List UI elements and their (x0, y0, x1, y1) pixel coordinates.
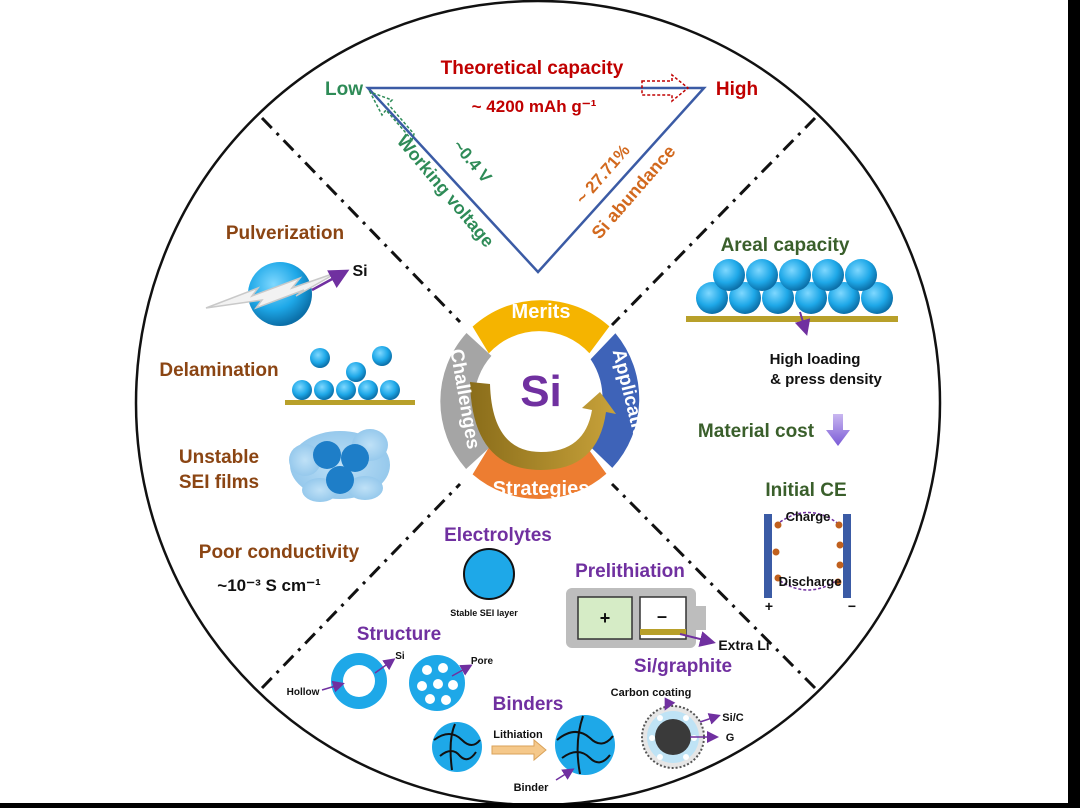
stable-sei-label: Stable SEI layer (450, 608, 518, 618)
si-graphite-particle-icon (641, 705, 705, 769)
carbon-coating-label: Carbon coating (611, 687, 692, 699)
merits-triangle (365, 73, 707, 274)
pulverization-sphere-icon (205, 262, 339, 326)
sei-particle-icon (463, 548, 515, 600)
binders-label: Binders (493, 694, 564, 715)
ce-minus-label: − (848, 598, 856, 614)
unstable-sei-label-line1: Unstable (179, 447, 259, 468)
pulverization-label: Pulverization (226, 223, 344, 244)
battery-minus-label: – (657, 606, 667, 626)
ring-label-strategies: Strategies (493, 478, 590, 500)
center-ring (440, 300, 640, 500)
extra-li-arrow-icon (679, 631, 716, 647)
cost-down-arrow-icon (826, 414, 850, 446)
binder-particle-before-icon (432, 722, 482, 772)
theoretical-capacity-label: Theoretical capacity (441, 58, 624, 79)
battery-icon (566, 588, 706, 648)
ring-label-merits: Merits (512, 301, 571, 323)
conductivity-value: ~10⁻³ S cm⁻¹ (217, 576, 321, 595)
high-loading-label: High loading (770, 351, 861, 368)
ring-segment-challenges (440, 333, 492, 469)
structure-si-label: Si (395, 651, 405, 662)
g-label: G (726, 732, 735, 744)
pore-arrow-icon (451, 664, 473, 677)
delamination-label: Delamination (159, 360, 278, 381)
areal-capacity-label: Areal capacity (721, 235, 850, 256)
binder-label: Binder (514, 782, 550, 794)
capacity-value: ~ 4200 mAh g⁻¹ (472, 97, 597, 116)
hollow-arrow-icon (321, 680, 345, 693)
ring-segment-merits (472, 300, 610, 354)
si-arrow-icon (311, 269, 350, 292)
low-label: Low (325, 79, 363, 100)
electrolytes-label: Electrolytes (444, 525, 552, 546)
extra-li-label: Extra Li (718, 637, 769, 653)
poor-conductivity-label: Poor conductivity (199, 542, 360, 563)
carbon-coating-arrow-icon (664, 697, 676, 711)
lithiation-arrow-icon (491, 738, 547, 762)
porous-particle-icon (409, 655, 465, 711)
initial-ce-icon (764, 511, 851, 598)
unstable-sei-label-line2: SEI films (179, 472, 259, 493)
press-density-label: & press density (770, 371, 882, 388)
charge-label: Charge (786, 509, 831, 524)
cycle-arrow-icon (470, 382, 616, 470)
structure-si-arrow-icon (374, 658, 396, 674)
hollow-label: Hollow (287, 687, 320, 698)
structure-label: Structure (357, 624, 441, 645)
center-si-label: Si (520, 367, 562, 416)
lithiation-label: Lithiation (493, 729, 543, 741)
high-arrow-icon (641, 73, 690, 103)
pore-label: Pore (471, 656, 494, 667)
hollow-particle-icon (331, 653, 387, 709)
battery-plus-label: + (600, 608, 611, 628)
sei-cloud-icon (289, 429, 390, 502)
binder-particle-after-icon (555, 715, 615, 775)
material-cost-label: Material cost (698, 421, 815, 442)
delamination-icon (285, 346, 415, 405)
initial-ce-label: Initial CE (765, 480, 846, 501)
si-c-label: Si/C (722, 712, 743, 724)
prelithiation-label: Prelithiation (575, 561, 685, 582)
si-graphite-label: Si/graphite (634, 656, 732, 677)
discharge-label: Discharge (779, 574, 842, 589)
high-label: High (716, 79, 758, 100)
ce-plus-label: + (765, 598, 773, 614)
loading-arrow-icon (794, 311, 811, 336)
quadrant-dividers (260, 116, 817, 690)
areal-capacity-icon (686, 259, 898, 322)
si-c-arrow-icon (699, 713, 721, 725)
low-arrow-icon (368, 90, 415, 142)
binder-arrow-icon (555, 768, 575, 781)
pulverization-si-label: Si (352, 263, 367, 280)
